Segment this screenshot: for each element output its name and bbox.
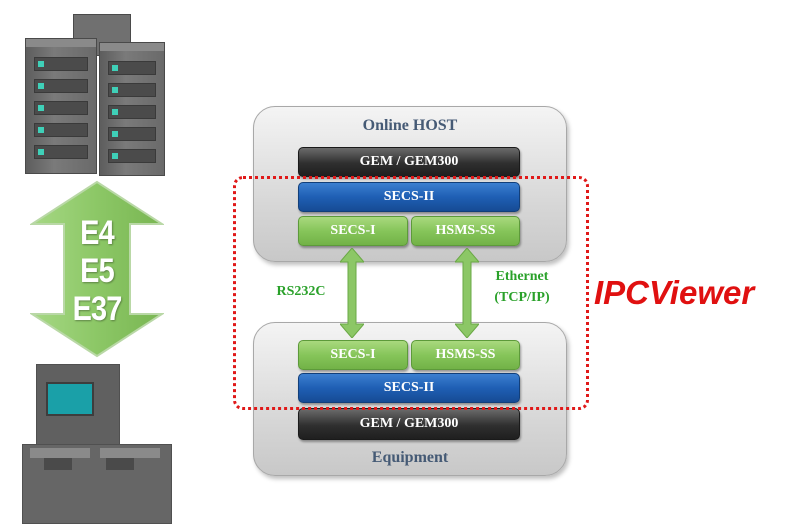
ipcviewer-brand: IPCViewer [594,274,755,311]
equipment-hsms-bar: HSMS-SS [411,340,520,370]
ipcviewer-scope-box [233,176,589,410]
equipment-secs2-bar: SECS-II [298,373,520,403]
ethernet-label-line2: (TCP/IP) [494,290,550,305]
equipment-icon [22,364,172,524]
host-secs1-bar: SECS-I [298,216,408,246]
arrow-label-e37: E37 [72,290,123,328]
equipment-title: Equipment [371,449,449,466]
double-arrow-icon: E4 E5 E37 [30,180,164,358]
server-icon [25,14,165,176]
ethernet-arrow-icon [453,247,481,339]
ethernet-label-line1: Ethernet [495,269,549,284]
host-hsms-bar: HSMS-SS [411,216,520,246]
equipment-gem-bar: GEM / GEM300 [298,408,520,440]
equipment-secs1-bar: SECS-I [298,340,408,370]
host-gem-bar: GEM / GEM300 [298,147,520,177]
arrow-label-e5: E5 [80,252,115,290]
rs232c-label: RS232C [276,284,326,299]
rs232c-arrow-icon [338,247,366,339]
arrow-label-e4: E4 [80,214,115,252]
host-secs2-bar: SECS-II [298,182,520,212]
host-title: Online HOST [362,117,458,134]
